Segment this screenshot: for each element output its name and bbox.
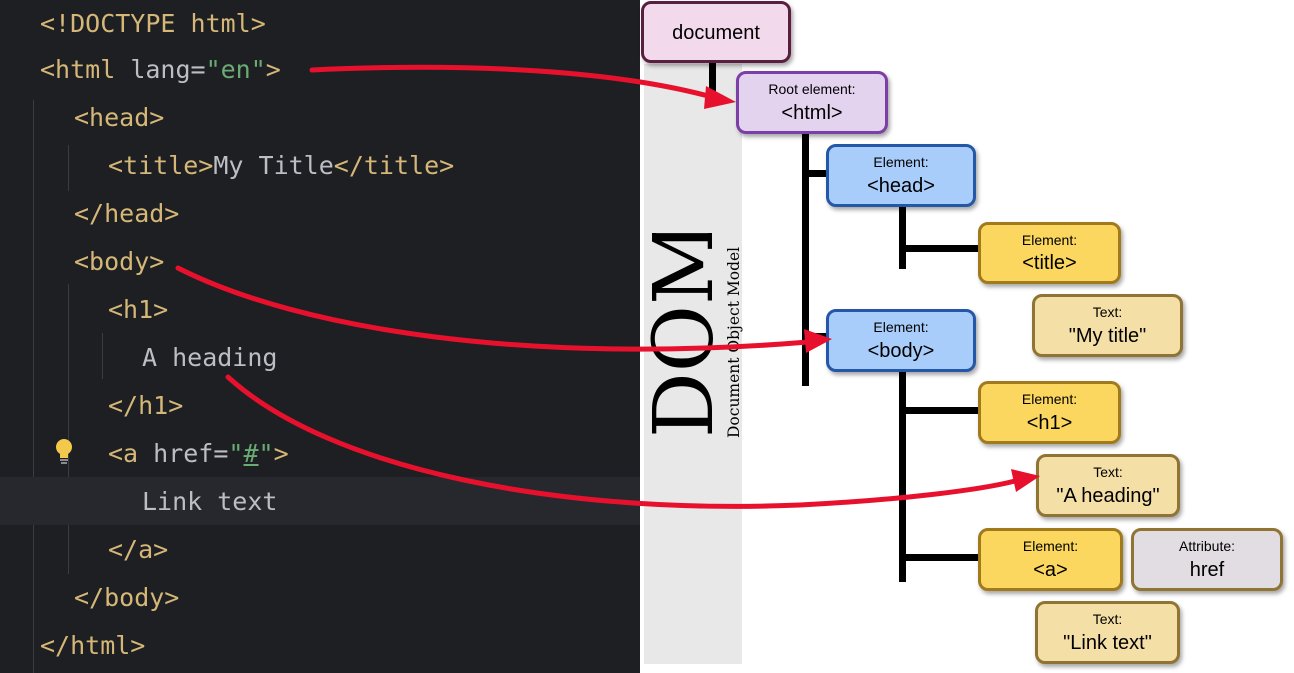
node-a-attribute[interactable]: Attribute: href	[1131, 528, 1283, 591]
tree-connector	[899, 554, 981, 561]
code-token: "	[228, 439, 244, 468]
code-token: lang=	[130, 55, 206, 84]
tree-connector	[802, 170, 830, 177]
code-token: >	[265, 55, 281, 84]
dom-title: DOM Document Object Model	[646, 233, 743, 438]
indent-guide	[68, 145, 69, 191]
node-kind: Element:	[873, 319, 929, 335]
node-kind: Element:	[873, 154, 929, 170]
code-line[interactable]: <title>My Title</title>	[108, 142, 454, 190]
code-line[interactable]: <head>	[74, 94, 164, 142]
dom-title-strip	[644, 64, 742, 664]
code-token: <head>	[74, 103, 165, 132]
code-token: Link text	[142, 487, 278, 516]
node-title[interactable]: Element: <title>	[978, 222, 1121, 284]
node-kind: Element:	[1021, 391, 1078, 407]
node-title-text[interactable]: Text: "My title"	[1032, 294, 1183, 357]
node-value: <title>	[1022, 252, 1077, 274]
indent-guide	[102, 333, 103, 379]
current-line-highlight	[0, 477, 640, 525]
node-value: <h1>	[1026, 412, 1073, 434]
code-editor-panel: <!DOCTYPE html> <html lang="en"> <head> …	[0, 0, 640, 673]
code-token: My Title	[213, 151, 334, 180]
node-kind: Element:	[1022, 538, 1079, 554]
node-document[interactable]: document	[641, 1, 791, 63]
code-line[interactable]: </body>	[74, 574, 179, 622]
node-h1[interactable]: Element: <h1>	[978, 381, 1121, 444]
code-line[interactable]: <html lang="en">	[40, 46, 281, 94]
node-a[interactable]: Element: <a>	[978, 528, 1123, 591]
lightbulb-icon[interactable]	[52, 437, 76, 465]
code-line[interactable]: </a>	[108, 526, 168, 574]
node-kind: Text:	[1092, 611, 1123, 627]
node-html[interactable]: Root element: <html>	[736, 71, 888, 134]
code-line[interactable]: <body>	[74, 238, 164, 286]
code-token: href=	[153, 439, 229, 468]
code-token: <body>	[74, 247, 165, 276]
tree-connector	[802, 130, 809, 386]
dom-title-big: DOM	[646, 233, 732, 438]
node-value: <a>	[1033, 559, 1068, 581]
node-kind: Root element:	[768, 81, 856, 97]
code-token: #	[243, 439, 259, 468]
code-token: <html	[40, 55, 131, 84]
dom-title-small: Document Object Model	[725, 247, 743, 438]
code-token: A heading	[142, 343, 278, 372]
code-token: </title>	[333, 151, 455, 180]
node-value: <html>	[781, 102, 843, 124]
code-token: </h1>	[108, 391, 184, 420]
code-token: </head>	[74, 199, 180, 228]
code-token: </body>	[74, 583, 180, 612]
indent-guide	[68, 284, 69, 574]
node-h1-text[interactable]: Text: "A heading"	[1036, 454, 1180, 517]
code-token: >	[273, 439, 289, 468]
tree-connector	[709, 60, 716, 100]
code-line[interactable]: Link text	[142, 478, 277, 526]
code-line[interactable]: </h1>	[108, 382, 183, 430]
node-kind: Text:	[1092, 304, 1123, 320]
tree-connector	[899, 245, 981, 252]
node-a-text[interactable]: Text: "Link text"	[1035, 601, 1180, 664]
node-value: href	[1189, 559, 1225, 581]
code-token: "	[258, 439, 274, 468]
code-line[interactable]: <a href="#">	[108, 430, 289, 478]
code-line[interactable]: </head>	[74, 190, 179, 238]
node-value: "Link text"	[1063, 632, 1152, 654]
node-value: "My title"	[1068, 325, 1147, 347]
node-kind: Attribute:	[1178, 538, 1236, 554]
code-token: "en"	[205, 55, 266, 84]
code-line[interactable]: <h1>	[108, 286, 168, 334]
node-value: document	[672, 22, 760, 44]
code-line[interactable]: A heading	[142, 334, 277, 382]
code-token: <a	[108, 439, 154, 468]
node-head[interactable]: Element: <head>	[826, 144, 976, 207]
code-token: <!DOCTYPE html>	[40, 9, 266, 38]
code-token: </a>	[108, 535, 169, 564]
indent-guide	[33, 100, 34, 673]
node-value: "A heading"	[1056, 485, 1160, 507]
code-token: <h1>	[108, 295, 169, 324]
code-token: </html>	[40, 631, 146, 660]
tree-connector	[899, 370, 906, 582]
node-value: <head>	[867, 175, 935, 197]
code-line[interactable]: </html>	[40, 622, 145, 670]
node-kind: Text:	[1093, 464, 1123, 480]
tree-connector	[899, 407, 981, 414]
code-token: <title>	[108, 151, 214, 180]
node-value: <body>	[867, 340, 935, 362]
node-kind: Element:	[1021, 232, 1078, 248]
code-line[interactable]: <!DOCTYPE html>	[40, 0, 266, 48]
tree-connector	[899, 205, 906, 269]
node-body[interactable]: Element: <body>	[826, 309, 976, 372]
